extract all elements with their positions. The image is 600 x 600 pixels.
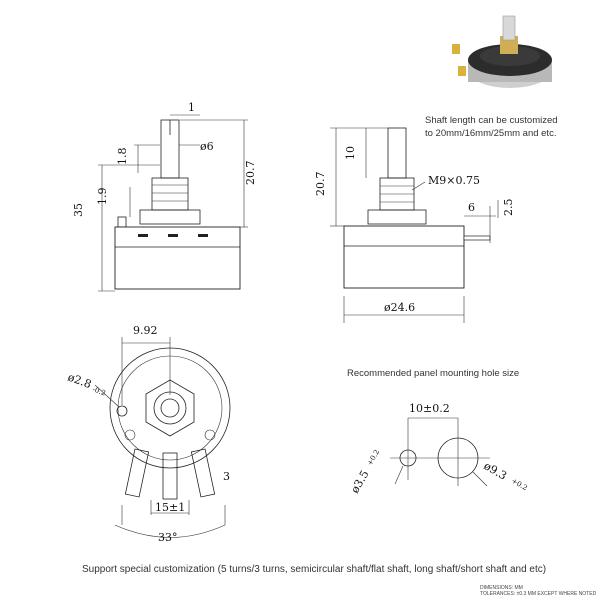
dim-hole-spacing: 10±0.2: [409, 402, 450, 415]
product-photo: [452, 15, 552, 88]
dim-small-hole: ø3.5: [348, 468, 371, 495]
dim-pin-hole-tolerance: -0.2: [91, 385, 106, 397]
dim-pin-hole-dia: ø2.8: [66, 371, 93, 391]
front-view-drawing: 1 ø6 1.8 20.7 1.9 35: [72, 101, 257, 292]
dimensions-footnote: DIMENSIONS: MM TOLERANCES: ±0.3 MM EXCEP…: [480, 585, 596, 597]
shaft-note-line-1: Shaft length can be customized: [425, 115, 558, 126]
dim-terminal-spacing: 15±1: [155, 501, 185, 514]
dim-slot-depth: 1.8: [116, 148, 129, 166]
dim-large-hole-tolerance: +0.2: [510, 477, 529, 492]
customization-note: Support special customization (5 turns/3…: [82, 564, 547, 575]
dim-pin-height: 1.9: [96, 188, 109, 206]
bottom-view-drawing: 9.92 ø2.8 -0.2 3 15±1 33°: [66, 324, 231, 544]
dim-thread-spec: M9×0.75: [428, 174, 480, 187]
dim-terminal-angle: 33°: [158, 531, 178, 544]
shaft-customization-note: Shaft length can be customized to 20mm/1…: [425, 114, 595, 140]
panel-hole-drawing: 10±0.2 ø3.5 +0.2 ø9.3 +0.2: [348, 402, 529, 496]
dim-terminal-width: 3: [223, 470, 230, 483]
dim-offset: 9.92: [133, 324, 158, 337]
dim-small-hole-tolerance: +0.2: [366, 448, 381, 467]
side-view-drawing: 10 20.7 M9×0.75 6 2.5 ø24.6: [314, 127, 515, 323]
dimensions-line-2: TOLERANCES: ±0.3 MM EXCEPT WHERE NOTED: [480, 591, 597, 597]
shaft-note-line-2: to 20mm/16mm/25mm and etc.: [425, 128, 557, 139]
dim-large-hole: ø9.3: [482, 459, 509, 482]
panel-hole-title: Recommended panel mounting hole size: [347, 368, 520, 379]
dim-shaft-diameter: ø6: [200, 140, 214, 153]
dim-overall-height: 35: [72, 203, 85, 217]
dim-body-diameter: ø24.6: [384, 301, 415, 314]
dimensions-line-1: DIMENSIONS: MM: [480, 585, 523, 591]
dim-terminal-length: 6: [468, 201, 475, 214]
dim-terminal-offset: 2.5: [502, 199, 515, 217]
dim-total-height: 20.7: [244, 161, 257, 186]
dim-shaft-length: 10: [344, 146, 357, 160]
dim-slot-width: 1: [188, 101, 195, 114]
dim-side-height: 20.7: [314, 172, 327, 197]
